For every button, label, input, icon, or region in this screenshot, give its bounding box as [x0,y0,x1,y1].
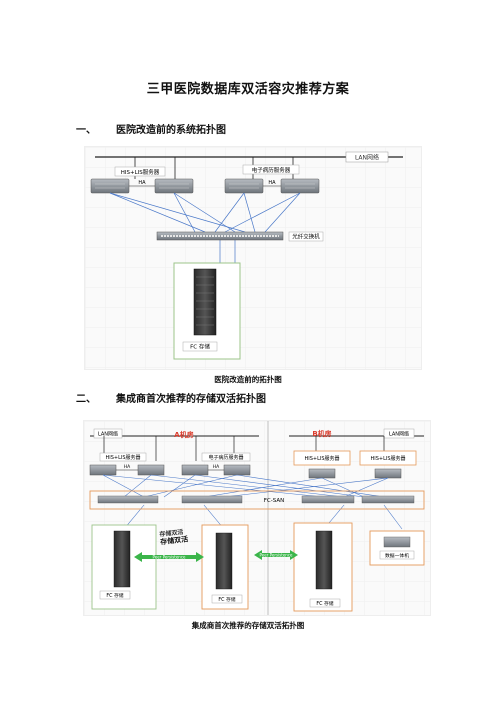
fc-storage-rack [193,268,217,336]
fc-switch-b1 [301,495,355,504]
his-server-a2 [137,464,165,476]
emr-server-1 [224,178,264,194]
fiber-links [109,192,301,265]
his-server-2 [154,178,194,194]
room-b-label: B机房 [312,429,331,438]
document-title: 三甲医院数据库双活容灾推荐方案 [146,82,350,97]
ha-label-a1: HA [124,464,131,470]
his-server-b1 [308,468,336,479]
fc-storage-right-rack [315,530,333,590]
peer-label-right: Peer Persistence [260,553,294,558]
ha-label-left: HA [138,180,146,186]
his-server-b2 [374,468,402,479]
emr-server-a2 [223,464,251,476]
emr-server-a1 [181,464,209,476]
figure-pre-topology: LAN网络 HIS+LIS服务器 电子病历服务器 [84,146,422,370]
section-1-number: 一、 [76,125,96,136]
emr-server-label: 电子病历服务器 [252,166,291,174]
switch-label: 光纤交换机 [292,233,320,241]
figure-active-active-topology: LAN网络 LAN网络 A机房 B机房 HIS+LIS服务器 电子病历服务器 H… [83,420,431,616]
emr-server-2 [280,178,320,194]
backup-frame [369,530,425,566]
his-server-a-label: HIS+LIS服务器 [105,454,140,461]
stamp-text-bottom: 存储双活 [160,534,189,546]
fc-switch-b2 [361,495,415,504]
section-2-heading: 二、 集成商首次推荐的存储双活拓扑图 [76,390,266,405]
room-a-label: A机房 [174,430,193,439]
lan-label-b: LAN网络 [389,431,409,438]
storage-label-right: FC 存储 [316,600,333,607]
section-1-title: 医院改造前的系统拓扑图 [116,125,226,136]
his-server-b1-label: HIS+LIS服务器 [304,455,339,462]
peer-persistence-arrow-left: Peer Persistence [134,552,204,562]
his-server-a1 [89,464,117,476]
section-1-heading: 一、 医院改造前的系统拓扑图 [76,121,226,136]
figure-1-caption: 医院改造前的拓扑图 [214,375,282,384]
lan-label-box [345,151,389,163]
backup-appliance [383,536,411,548]
fc-switch-a1 [97,495,159,504]
section-2-title: 集成商首次推荐的存储双活拓扑图 [116,394,266,405]
active-active-stamp: 存储双活 存储双活 [159,528,189,546]
fc-switch-a2 [181,495,243,504]
figure-2-caption: 集成商首次推荐的存储双活拓扑图 [191,621,305,630]
lan-label: LAN网络 [355,154,379,162]
lan-label-a: LAN网络 [98,431,118,438]
storage-label: FC 存储 [190,343,210,351]
storage-label-left: FC 存储 [106,592,123,599]
stamp-text-top: 存储双活 [159,528,184,538]
his-server-1 [90,178,130,194]
ha-label-a2: HA [213,464,220,470]
his-server-b2-label: HIS+LIS服务器 [370,455,405,462]
ha-label-right: HA [268,180,276,186]
section-2-number: 二、 [76,394,96,405]
fiber-switch [156,231,284,241]
fc-storage-mid-rack [215,532,233,590]
peer-label-left: Peer Persistence [153,555,187,560]
fc-san-label: FC-SAN [264,498,284,504]
storage-label-mid: FC 存储 [218,596,235,603]
peer-persistence-arrow-right: Peer Persistence [254,550,298,560]
fc-san-frame [89,490,425,510]
emr-server-a-label: 电子病历服务器 [208,454,243,461]
his-server-label: HIS+LIS服务器 [121,168,160,176]
fc-storage-left-rack [113,530,131,588]
backup-label: 数据一体机 [385,552,409,559]
